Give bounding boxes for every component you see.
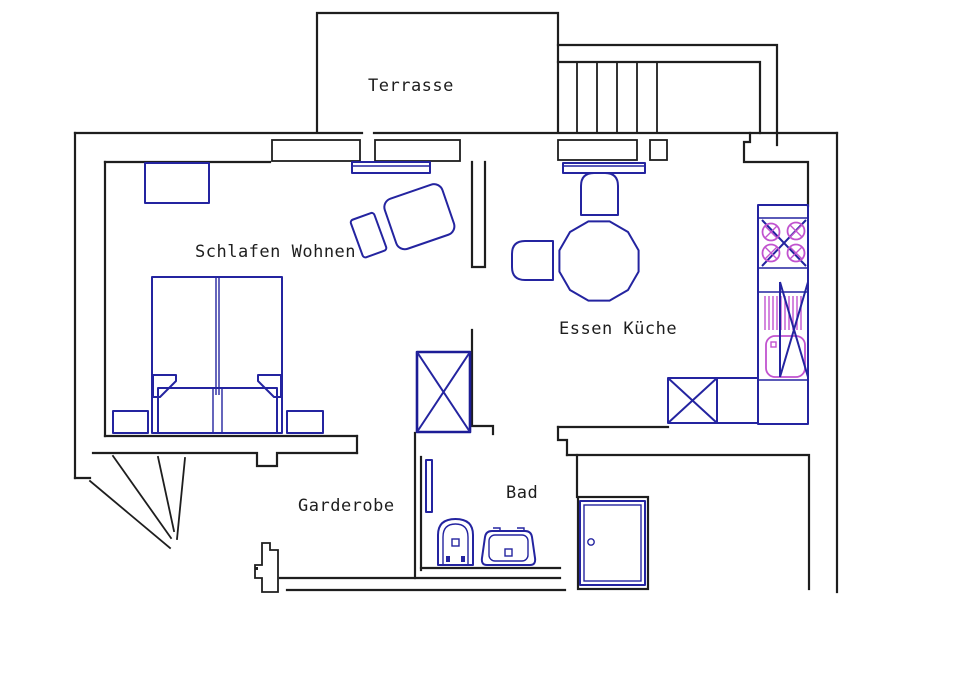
corner-notch-top-right: [742, 131, 810, 208]
kitchen-sink: [765, 335, 806, 378]
bathroom-fixtures: [415, 350, 646, 586]
stair-slope-lines: [88, 454, 186, 550]
staircase: [556, 43, 779, 147]
door-post-dot: [255, 567, 258, 570]
dresser: [144, 162, 210, 204]
kitchen-wall-jog: [556, 425, 569, 457]
appliance-cross-box: [667, 377, 718, 424]
bed-pillow-left: [152, 374, 177, 398]
label-schlafen-wohnen: Schlafen Wohnen: [195, 242, 356, 262]
bed-pillow-right: [257, 374, 282, 398]
gas-stove-burners: [761, 221, 806, 263]
window-pier-3: [557, 139, 638, 161]
shaft-side-wall: [470, 328, 495, 436]
terrace-outline: [315, 11, 560, 134]
partition-living-dining: [470, 160, 487, 269]
nightstand-left: [112, 410, 149, 434]
dining-furniture: [511, 162, 646, 302]
door-post: [254, 542, 279, 593]
shower-tray: [579, 500, 646, 586]
dining-table: [558, 220, 640, 302]
armchair: [383, 183, 456, 251]
window-radiator-living: [351, 161, 431, 174]
dining-chair-top: [580, 172, 619, 216]
ottoman: [349, 211, 388, 259]
window-pier-2: [374, 139, 461, 162]
room-labels: Terrasse Schlafen Wohnen Essen Küche Gar…: [195, 76, 677, 516]
label-essen-kueche: Essen Küche: [559, 319, 677, 339]
walls: [73, 11, 839, 594]
window-pier-1: [271, 139, 361, 162]
lower-cabinet: [716, 377, 759, 424]
window-radiator-kitchen: [562, 162, 646, 174]
double-bed: [151, 276, 283, 434]
nightstand-right: [286, 410, 324, 434]
label-bad: Bad: [506, 483, 538, 503]
bathroom-door: [425, 459, 433, 513]
shaft-cross-box: [415, 350, 472, 434]
bedroom-living-furniture: [112, 161, 456, 434]
kitchen-counter: [667, 204, 809, 425]
washbasin: [480, 527, 537, 566]
window-pier-4: [649, 139, 668, 161]
label-terrasse: Terrasse: [368, 76, 454, 96]
dining-chair-left: [511, 240, 554, 281]
lower-right-wall: [565, 453, 811, 591]
sink-cabinet-cross: [779, 281, 809, 378]
shower-enclosure: [576, 495, 650, 591]
bedroom-bottom-wall-outer: [91, 451, 359, 468]
label-garderobe: Garderobe: [298, 496, 395, 516]
shower-drain: [587, 538, 595, 546]
toilet: [437, 518, 474, 566]
